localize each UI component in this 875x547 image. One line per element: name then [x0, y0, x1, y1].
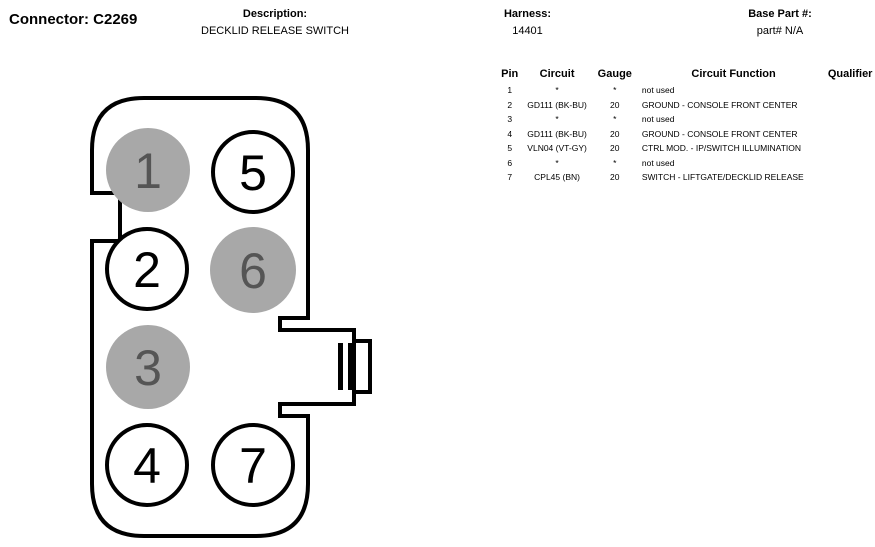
table-row: 5 VLN04 (VT-GY) 20 CTRL MOD. - IP/SWITCH…	[497, 141, 875, 156]
header-circuit: Circuit	[539, 68, 575, 80]
cavity-4: 4	[105, 423, 189, 507]
table-row: 3 * * not used	[497, 112, 875, 127]
harness-value: 14401	[512, 25, 543, 37]
cell-function: not used	[641, 85, 675, 96]
cavity-7-label: 7	[239, 438, 267, 494]
latch-bar-outer	[338, 343, 343, 390]
cavity-4-label: 4	[133, 438, 161, 494]
cell-circuit: *	[555, 85, 559, 96]
cell-pin: 2	[507, 99, 513, 110]
pinout-header-row: Pin Circuit Gauge Circuit Function Quali…	[497, 68, 875, 83]
cavity-6-label: 6	[239, 243, 267, 299]
table-row: 6 * * not used	[497, 156, 875, 171]
header-circuit-function: Circuit Function	[691, 68, 776, 80]
cavity-2: 2	[105, 227, 189, 311]
latch-bar-inner	[348, 343, 353, 390]
cell-pin: 6	[507, 157, 513, 168]
table-row: 4 GD111 (BK-BU) 20 GROUND - CONSOLE FRON…	[497, 127, 875, 142]
cavity-2-circle	[105, 227, 189, 311]
table-row: 2 GD111 (BK-BU) 20 GROUND - CONSOLE FRON…	[497, 98, 875, 113]
cell-function: not used	[641, 157, 675, 168]
header-gauge: Gauge	[597, 68, 632, 80]
cavity-5: 5	[211, 130, 295, 214]
description-value: DECKLID RELEASE SWITCH	[201, 25, 349, 37]
cell-gauge: 20	[610, 99, 620, 110]
cavity-4-circle	[105, 423, 189, 507]
cavity-2-label: 2	[133, 242, 161, 298]
cell-circuit: GD111 (BK-BU)	[527, 128, 587, 139]
cavity-1: 1	[106, 128, 190, 212]
cell-pin: 3	[507, 114, 513, 125]
cavity-3: 3	[106, 325, 190, 409]
cell-circuit: CPL45 (BN)	[534, 172, 580, 183]
cell-function: GROUND - CONSOLE FRONT CENTER	[641, 99, 798, 110]
cell-function: GROUND - CONSOLE FRONT CENTER	[641, 128, 798, 139]
table-row: 7 CPL45 (BN) 20 SWITCH - LIFTGATE/DECKLI…	[497, 170, 875, 185]
harness-block: Harness: 14401	[480, 8, 575, 37]
cell-gauge: 20	[610, 172, 620, 183]
cavity-6-circle	[210, 227, 296, 313]
cavity-7: 7	[211, 423, 295, 507]
cell-pin: 4	[507, 128, 513, 139]
cell-pin: 5	[507, 143, 513, 154]
cell-circuit: VLN04 (VT-GY)	[527, 143, 587, 154]
cavity-5-circle	[211, 130, 295, 214]
latch-tab	[356, 339, 372, 394]
pinout-table: Pin Circuit Gauge Circuit Function Quali…	[497, 68, 875, 185]
description-block: Description: DECKLID RELEASE SWITCH	[180, 8, 370, 37]
cell-circuit: *	[555, 157, 559, 168]
cell-function: not used	[641, 114, 675, 125]
base-part-label: Base Part #:	[748, 8, 812, 20]
cell-gauge: 20	[610, 128, 620, 139]
cavity-3-label: 3	[134, 340, 162, 396]
cell-circuit: *	[555, 114, 559, 125]
cell-function: CTRL MOD. - IP/SWITCH ILLUMINATION	[641, 143, 802, 154]
harness-label: Harness:	[503, 8, 552, 20]
description-label: Description:	[242, 8, 308, 20]
base-part-value: part# N/A	[756, 25, 804, 37]
header-pin: Pin	[501, 68, 519, 80]
cell-function: SWITCH - LIFTGATE/DECKLID RELEASE	[641, 172, 804, 183]
cell-gauge: *	[613, 157, 617, 168]
cell-gauge: 20	[610, 143, 620, 154]
cavity-1-circle	[106, 128, 190, 212]
cell-gauge: *	[613, 85, 617, 96]
cavity-6: 6	[210, 227, 296, 313]
table-row: 1 * * not used	[497, 83, 875, 98]
cell-pin: 7	[507, 172, 513, 183]
cavity-7-circle	[211, 423, 295, 507]
cell-pin: 1	[507, 85, 513, 96]
cell-gauge: *	[613, 114, 617, 125]
header-qualifier: Qualifier	[827, 68, 873, 80]
connector-title: Connector: C2269	[9, 11, 138, 28]
cavity-3-circle	[106, 325, 190, 409]
cell-circuit: GD111 (BK-BU)	[527, 99, 587, 110]
cavity-5-label: 5	[239, 145, 267, 201]
base-part-block: Base Part #: part# N/A	[720, 8, 840, 37]
cavity-1-label: 1	[134, 143, 162, 199]
